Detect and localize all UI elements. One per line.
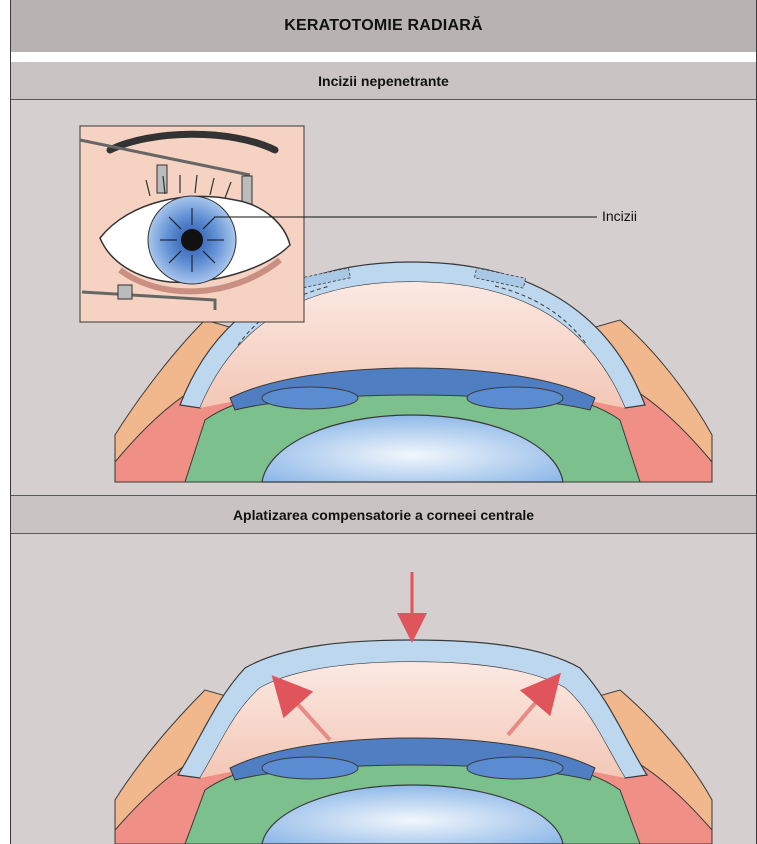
iris-root-left-before <box>262 387 358 409</box>
speculum-clip-2 <box>242 176 252 204</box>
eye-cross-section-after <box>115 640 712 844</box>
iris-root-right-before <box>467 387 563 409</box>
speculum-clip-3 <box>118 285 132 299</box>
eye-front-inset <box>80 126 304 322</box>
iris-root-left-after <box>262 757 358 779</box>
callout-label-incisions: Incizii <box>602 208 637 224</box>
inset-pupil <box>181 229 203 251</box>
speculum-clip-1 <box>157 165 167 193</box>
iris-root-right-after <box>467 757 563 779</box>
